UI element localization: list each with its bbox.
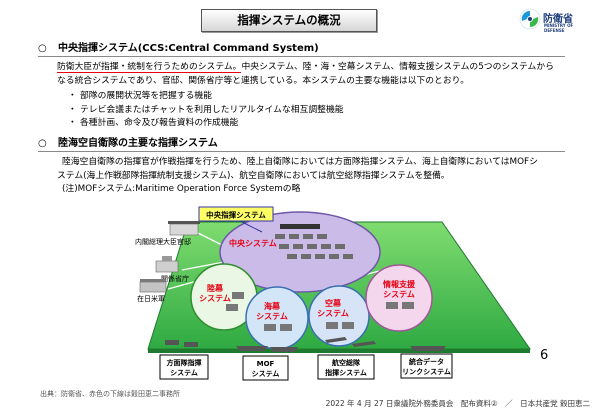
ship-icon: [410, 346, 446, 351]
computer-icon: [386, 302, 398, 309]
page-number: 6: [540, 348, 549, 363]
node-label: 海幕: [264, 301, 281, 311]
service-system-label: MOF: [257, 360, 275, 368]
section-sdf-title: 陸海空自衛隊の主要な指揮システム: [58, 138, 218, 149]
section-sdf-heading: ○ 陸海空自衛隊の主要な指揮システム: [38, 137, 565, 152]
node-label: システム: [199, 294, 231, 303]
vehicles: [165, 337, 446, 352]
army-command-system-box: [159, 354, 209, 380]
service-system-label: 航空総隊: [332, 358, 361, 367]
service-system-label: システム: [252, 370, 280, 378]
section-ccs-title: 中央指揮システム(CCS:Central Command System): [58, 43, 319, 54]
central-system-hub: [219, 211, 381, 293]
screen-wall: [280, 224, 320, 229]
partner-label-usfj: 在日米軍: [137, 294, 165, 303]
slide-title: 指揮システムの概況: [201, 9, 377, 32]
desk: [289, 234, 299, 239]
plane-icon: [352, 341, 376, 347]
desk: [307, 244, 317, 249]
mof-note: (注)MOFシステム:Maritime Operation Force Syst…: [62, 184, 301, 194]
bullet-text: テレビ会議またはチャットを利用したリアルタイムな相互調整機能: [80, 105, 344, 115]
service-system-label: 方面隊指揮: [167, 358, 202, 367]
ship-icon: [236, 346, 268, 351]
building-icon: [139, 279, 167, 293]
desk: [315, 254, 325, 259]
platform-edge: [148, 349, 530, 353]
bullet-marker: ・: [68, 105, 77, 115]
section-marker: ○: [38, 43, 47, 54]
desk: [329, 254, 339, 259]
computer-icon: [226, 304, 238, 311]
partner-label-pm-office: 内閣総理大臣官邸: [135, 237, 191, 246]
plane-icon: [325, 337, 347, 343]
ccs-intro-line-1: 防衛大臣が指揮・統制を行うためのシステム。中央システム、陸・海・空幕システム、情…: [57, 61, 554, 73]
computer-icon: [326, 322, 338, 329]
node-label: 情報支援: [382, 279, 416, 289]
bullet-marker: ・: [68, 118, 77, 128]
footer-meta: 2022 年 4 月 27 日衆議院外務委員会 配布資料② ／ 日本共産党 穀田…: [325, 399, 590, 408]
node-label: システム: [317, 309, 349, 318]
list-item: ・テレビ会議またはチャットを利用したリアルタイムな相互調整機能: [68, 104, 344, 116]
list-item: ・各種計画、命令及び報告資料の作成機能: [68, 117, 238, 129]
ccs-label-text: 中央指揮システム: [206, 210, 266, 220]
desk: [343, 254, 353, 259]
desk: [279, 244, 289, 249]
tank-icon: [184, 342, 198, 347]
data-link-system-box: [400, 353, 453, 379]
ccs-intro-underlined: 防衛大臣が指揮・統制を行うためのシステム。: [57, 62, 242, 73]
node-label: 陸幕: [207, 283, 224, 293]
section-marker: ○: [38, 138, 47, 149]
desk: [287, 254, 297, 259]
bullet-text: 部隊の展開状況等を把握する機能: [80, 91, 212, 101]
service-system-label: リンクシステム: [402, 367, 451, 376]
computer-icon: [264, 324, 276, 331]
computer-icon: [342, 322, 354, 329]
bullet-marker: ・: [68, 91, 77, 101]
computer-icon: [232, 292, 244, 299]
building-icon: [155, 256, 179, 273]
desk: [275, 234, 285, 239]
mof-system-box: [242, 355, 289, 381]
desk: [293, 244, 303, 249]
node-label: システム: [256, 312, 288, 321]
footer-source: 出典：防衛省、赤色の下線は穀田恵二事務所: [40, 390, 180, 398]
ministry-logo-name: 防衛省: [543, 14, 573, 25]
partner-label-ministries: 関係省庁: [161, 274, 189, 283]
building-icon: [168, 221, 200, 236]
service-system-label: システム: [170, 369, 198, 377]
command-system-diagram: 中央システム 中央指揮システム 陸幕 システム 海幕 システム 空幕 システム …: [135, 206, 531, 381]
node-label: 空幕: [325, 298, 342, 308]
computer-icon: [280, 324, 292, 331]
ccs-label-box: [198, 206, 274, 222]
node-label: システム: [383, 290, 415, 299]
ccs-intro-line-2: なる統合システムであり、官邸、関係省庁等と連携している。本システムの主要な機能は…: [57, 76, 470, 86]
sdf-text-line-1: 陸海空自衛隊の指揮官が作戦指揮を行うため、陸上自衛隊においては方面隊指揮システム…: [62, 157, 538, 167]
command-center-desks: [275, 224, 353, 259]
section-ccs-heading: ○ 中央指揮システム(CCS:Central Command System): [38, 42, 565, 57]
ministry-logo-subtitle: MINISTRY OF DEFENSE: [544, 23, 574, 33]
desk: [317, 234, 327, 239]
air-defense-command-system-box: [317, 354, 375, 380]
link-line: [181, 261, 225, 271]
ministry-logo: 防衛省 MINISTRY OF DEFENSE: [519, 8, 593, 36]
link-line: [195, 231, 223, 246]
list-item: ・部隊の展開状況等を把握する機能: [68, 90, 212, 102]
air-staff-system-node: [308, 285, 370, 347]
label-pointer: [239, 220, 263, 233]
central-system-label: 中央システム: [229, 238, 277, 248]
desk: [335, 244, 345, 249]
ministry-emblem-icon: [519, 8, 541, 30]
desk: [301, 254, 311, 259]
desk: [321, 244, 331, 249]
desk: [303, 234, 313, 239]
service-system-label: 指揮システム: [325, 368, 367, 377]
sdf-text-line-2: ステム(海上作戦部隊指揮統制支援システム)、航空自衛隊においては航空総隊指揮シス…: [57, 171, 450, 181]
ship-icon: [270, 347, 298, 352]
tank-icon: [165, 340, 179, 345]
ccs-intro-rest: 中央システム、陸・海・空幕システム、情報支援システムの5つのシステムから: [241, 62, 554, 72]
intelligence-support-system-node: [365, 264, 433, 332]
bullet-text: 各種計画、命令及び報告資料の作成機能: [80, 118, 239, 128]
computer-icon: [402, 302, 414, 309]
service-system-label: 統合データ: [409, 357, 444, 366]
